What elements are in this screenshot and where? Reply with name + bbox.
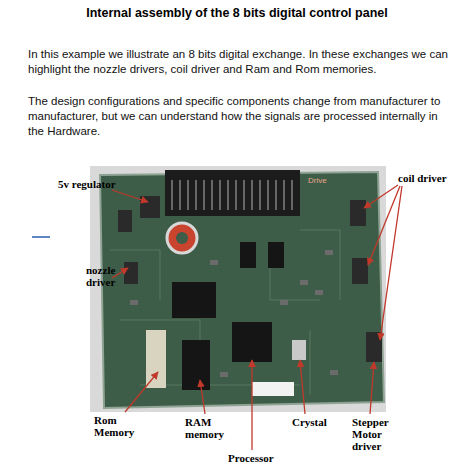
small-components	[130, 250, 338, 377]
ram-chip	[182, 340, 210, 390]
connector	[165, 170, 300, 216]
part-label: Processor	[228, 452, 298, 464]
part-label: Rom Memory	[94, 414, 146, 438]
coil-driver-transistor	[352, 258, 368, 284]
part-label: Stepper Motor driver	[352, 416, 400, 452]
rom-label-sticker	[146, 330, 166, 388]
toroid-coil	[167, 223, 197, 253]
chip	[240, 242, 256, 268]
stepper-driver-chip	[366, 332, 382, 362]
barcode-sticker	[252, 382, 294, 396]
page-title: Internal assembly of the 8 bits digital …	[0, 6, 474, 20]
leader-arrows	[112, 185, 402, 450]
processor-chip	[232, 322, 272, 362]
board-traces	[110, 230, 340, 395]
toroid-hole	[176, 232, 188, 244]
part-label: RAM memory	[185, 416, 237, 440]
part-label: coil driver	[398, 172, 473, 184]
coil-driver-transistor	[350, 200, 366, 226]
nozzle-driver-transistor	[118, 210, 132, 232]
connector-pins	[172, 180, 292, 210]
part-label: 5v regulator	[58, 178, 138, 190]
blue-dash	[32, 236, 50, 238]
photo-background	[90, 166, 386, 412]
chip	[268, 242, 284, 268]
part-label: nozzle driver	[86, 264, 130, 288]
crystal	[292, 340, 306, 360]
board-print: Drive	[308, 176, 348, 185]
nozzle-driver-transistor	[124, 262, 138, 284]
body-paragraph: In this example we illustrate an 8 bits …	[28, 47, 453, 77]
regulator	[140, 196, 160, 218]
part-label: Crystal	[292, 416, 342, 428]
chip	[172, 282, 216, 318]
body-paragraph: The design configurations and specific c…	[28, 94, 453, 139]
